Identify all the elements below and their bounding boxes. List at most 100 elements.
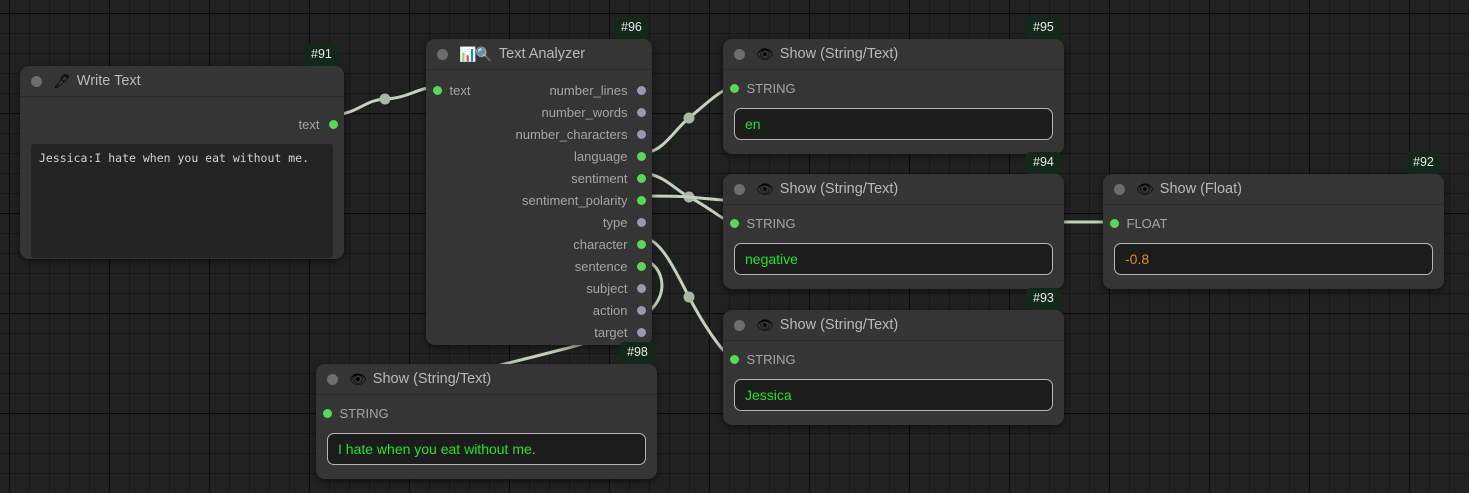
port-label: STRING bbox=[746, 351, 796, 367]
port-dot[interactable] bbox=[1109, 218, 1119, 228]
node-show-language[interactable]: 👁 Show (String/Text) STRING en bbox=[723, 39, 1064, 154]
port-dot[interactable] bbox=[636, 283, 646, 293]
output-port-target[interactable]: target bbox=[437, 321, 646, 343]
port-dot[interactable] bbox=[328, 119, 338, 129]
output-port-type[interactable]: type bbox=[437, 211, 646, 233]
value-display[interactable]: en bbox=[734, 108, 1053, 140]
node-title: Show (Float) bbox=[1159, 181, 1242, 197]
node-title: Show (String/Text) bbox=[779, 317, 899, 333]
node-body: STRING negative bbox=[723, 212, 1064, 275]
port-dot[interactable] bbox=[729, 83, 739, 93]
node-header[interactable]: 👁 Show (String/Text) bbox=[723, 174, 1064, 205]
node-id-badge-92: #92 bbox=[1406, 152, 1441, 174]
node-header[interactable]: 👁 Show (String/Text) bbox=[723, 310, 1064, 341]
output-port-number-words[interactable]: number_words bbox=[437, 101, 646, 123]
node-title: Show (String/Text) bbox=[779, 46, 899, 62]
node-body: text Jessica:I hate when you eat without… bbox=[20, 113, 344, 258]
fountain-pen-icon: 🖋 bbox=[53, 73, 71, 89]
collapse-toggle-icon[interactable] bbox=[734, 183, 745, 195]
port-dot[interactable] bbox=[636, 217, 646, 227]
output-port-action[interactable]: action bbox=[437, 299, 646, 321]
port-label: sentiment_polarity bbox=[522, 192, 628, 208]
output-port-sentiment[interactable]: sentiment bbox=[437, 167, 646, 189]
node-title: Show (String/Text) bbox=[779, 181, 899, 197]
port-dot[interactable] bbox=[636, 129, 646, 139]
output-port-sentence[interactable]: sentence bbox=[437, 255, 646, 277]
wire-reroute-dot bbox=[683, 112, 695, 124]
input-port-string[interactable]: STRING bbox=[316, 402, 657, 424]
input-port-text[interactable]: text bbox=[426, 79, 470, 101]
port-label: text bbox=[449, 82, 471, 98]
output-port-number-characters[interactable]: number_characters bbox=[437, 123, 646, 145]
node-header[interactable]: 👁 Show (String/Text) bbox=[723, 39, 1064, 70]
wire-text-to-analyzer bbox=[334, 85, 436, 117]
bar-chart-magnifier-icon: 📊🔍 bbox=[459, 46, 493, 62]
collapse-toggle-icon[interactable] bbox=[327, 373, 338, 385]
input-port-string[interactable]: STRING bbox=[723, 77, 1064, 99]
port-dot[interactable] bbox=[636, 239, 646, 249]
node-show-character[interactable]: 👁 Show (String/Text) STRING Jessica bbox=[723, 310, 1064, 425]
collapse-toggle-icon[interactable] bbox=[734, 48, 745, 60]
port-dot[interactable] bbox=[432, 85, 442, 95]
output-port-text[interactable]: text bbox=[20, 113, 344, 135]
wire-character-to-show93 bbox=[646, 237, 733, 360]
port-dot[interactable] bbox=[636, 305, 646, 315]
port-label: sentiment bbox=[571, 170, 628, 186]
output-port-sentiment-polarity[interactable]: sentiment_polarity bbox=[437, 189, 646, 211]
write-text-textarea[interactable]: Jessica:I hate when you eat without me. bbox=[31, 144, 333, 258]
node-header[interactable]: 👁 Show (Float) bbox=[1103, 174, 1444, 205]
node-text-analyzer[interactable]: 📊🔍 Text Analyzer text number_lines numbe… bbox=[426, 39, 652, 345]
input-port-string[interactable]: STRING bbox=[723, 212, 1064, 234]
node-body: STRING Jessica bbox=[723, 348, 1064, 411]
node-id-badge-93: #93 bbox=[1026, 288, 1061, 310]
port-dot[interactable] bbox=[636, 195, 646, 205]
value-display[interactable]: I hate when you eat without me. bbox=[327, 433, 646, 465]
node-show-sentiment[interactable]: 👁 Show (String/Text) STRING negative bbox=[723, 174, 1064, 289]
port-label: number_lines bbox=[549, 82, 628, 98]
node-write-text[interactable]: 🖋 Write Text text Jessica:I hate when yo… bbox=[20, 66, 344, 259]
port-dot[interactable] bbox=[636, 327, 646, 337]
output-port-language[interactable]: language bbox=[437, 145, 646, 167]
port-dot[interactable] bbox=[636, 173, 646, 183]
collapse-toggle-icon[interactable] bbox=[1114, 183, 1125, 195]
node-show-polarity[interactable]: 👁 Show (Float) FLOAT -0.8 bbox=[1103, 174, 1444, 289]
port-label: STRING bbox=[746, 80, 796, 96]
port-dot[interactable] bbox=[322, 408, 332, 418]
value-display[interactable]: Jessica bbox=[734, 379, 1053, 411]
port-dot[interactable] bbox=[729, 218, 739, 228]
output-port-subject[interactable]: subject bbox=[437, 277, 646, 299]
node-body: FLOAT -0.8 bbox=[1103, 212, 1444, 275]
wire-reroute-dot bbox=[683, 191, 695, 203]
port-label: subject bbox=[586, 280, 628, 296]
node-id-badge-95: #95 bbox=[1026, 17, 1061, 39]
input-port-string[interactable]: STRING bbox=[723, 348, 1064, 370]
input-port-float[interactable]: FLOAT bbox=[1103, 212, 1444, 234]
port-dot[interactable] bbox=[636, 261, 646, 271]
output-port-list: number_lines number_words number_charact… bbox=[426, 70, 652, 343]
port-dot[interactable] bbox=[636, 107, 646, 117]
output-port-number-lines[interactable]: number_lines bbox=[437, 79, 646, 101]
port-dot[interactable] bbox=[636, 151, 646, 161]
output-port-character[interactable]: character bbox=[437, 233, 646, 255]
value-display[interactable]: -0.8 bbox=[1114, 243, 1433, 275]
node-header[interactable]: 👁 Show (String/Text) bbox=[316, 364, 657, 395]
port-label: number_characters bbox=[515, 126, 628, 142]
port-dot[interactable] bbox=[729, 354, 739, 364]
value-display[interactable]: negative bbox=[734, 243, 1053, 275]
wire-sentiment-to-show94 bbox=[646, 172, 733, 225]
collapse-toggle-icon[interactable] bbox=[437, 48, 448, 60]
eye-icon: 👁 bbox=[1136, 181, 1154, 197]
wire-reroute-dot bbox=[683, 291, 695, 303]
node-id-badge-91: #91 bbox=[304, 44, 339, 66]
node-header[interactable]: 🖋 Write Text bbox=[20, 66, 344, 97]
node-body: text number_lines number_words number_ch… bbox=[426, 70, 652, 343]
node-show-sentence[interactable]: 👁 Show (String/Text) STRING I hate when … bbox=[316, 364, 657, 479]
collapse-toggle-icon[interactable] bbox=[734, 319, 745, 331]
node-title: Write Text bbox=[76, 73, 141, 89]
port-dot[interactable] bbox=[636, 85, 646, 95]
wire-polarity-to-show92 bbox=[646, 194, 725, 202]
collapse-toggle-icon[interactable] bbox=[31, 75, 42, 87]
node-header[interactable]: 📊🔍 Text Analyzer bbox=[426, 39, 652, 70]
port-label: FLOAT bbox=[1126, 215, 1168, 231]
